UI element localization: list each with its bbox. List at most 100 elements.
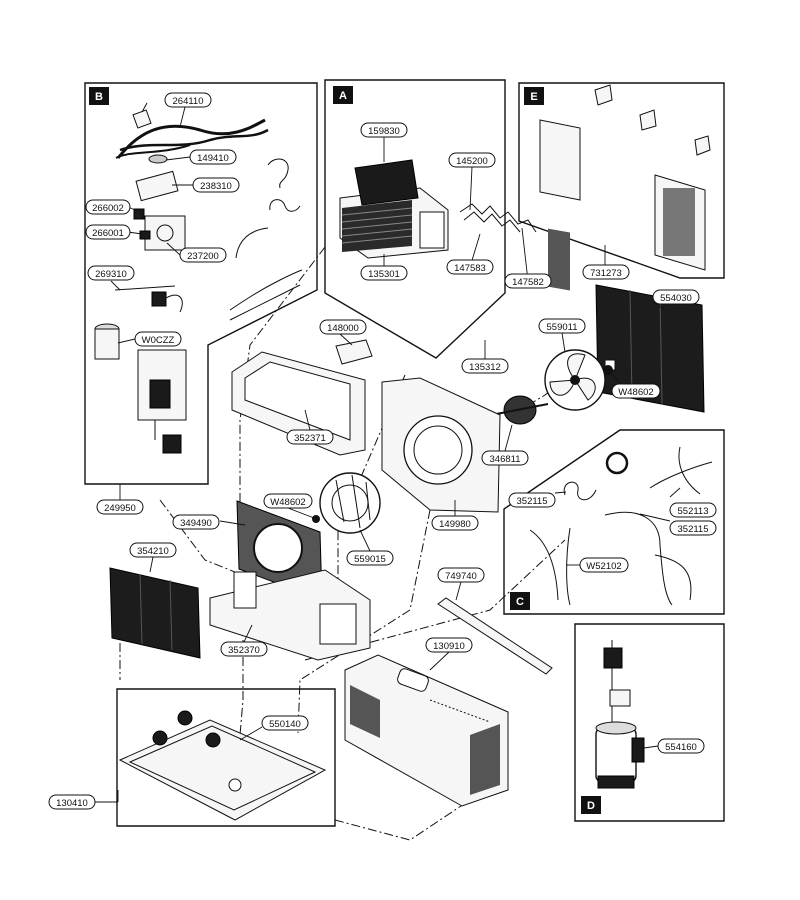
callout-w48602-condenser[interactable]: W48602 [611,383,661,399]
part-number: 349490 [180,518,212,529]
callout-148000[interactable]: 148000 [319,319,367,335]
section-label-b: B [95,91,103,103]
callout-749740[interactable]: 749740 [437,567,485,583]
part-number: 266002 [92,203,124,214]
control-board-drawing [133,154,186,251]
callout-w48602-blower[interactable]: W48602 [263,493,313,509]
part-number: 731273 [590,268,622,279]
bracket-drawing [335,339,373,365]
callout-130910[interactable]: 130910 [425,637,473,653]
part-number: 147583 [454,263,486,274]
callout-147582[interactable]: 147582 [504,273,552,289]
callout-559011[interactable]: 559011 [538,318,586,334]
callout-554160[interactable]: 554160 [657,738,705,754]
wire-harness-drawings [229,158,303,321]
frame-section-a [324,79,506,359]
cabinet-drawing [344,654,509,807]
part-number: 352115 [517,496,548,507]
callout-266002[interactable]: 266002 [85,199,131,215]
callout-269310[interactable]: 269310 [87,265,135,281]
frame-section-d [574,623,725,822]
part-number: 135312 [469,362,501,373]
callout-352115-upper[interactable]: 352115 [508,492,556,508]
part-number: 135301 [368,269,400,280]
callout-135312[interactable]: 135312 [461,358,509,374]
part-number: 130410 [56,798,88,809]
assembly-line-7 [334,799,471,841]
base-pan-drawing [118,710,327,821]
callout-352115-lower[interactable]: 352115 [669,520,717,536]
section-badge-c: C [510,592,530,610]
callout-352371[interactable]: 352371 [286,429,334,445]
part-number: 550140 [269,719,301,730]
part-number: 346811 [490,454,521,465]
air-guide-drawing [231,351,366,456]
part-number: 149410 [197,153,229,164]
part-number: 130910 [433,641,465,652]
part-number: W48602 [618,387,653,398]
callout-559015[interactable]: 559015 [346,550,394,566]
evaporator-coil-drawing [109,567,201,659]
capacitor-and-box-drawing [94,323,187,454]
frame-section-e [518,82,725,279]
callout-352370[interactable]: 352370 [220,641,268,657]
part-number: 559015 [354,554,386,565]
assembly-line-3 [297,509,431,734]
part-number: 249950 [104,503,136,514]
seal-strip-drawing [437,597,553,675]
louver-set-drawing [459,203,537,233]
front-grille-drawing [339,159,449,259]
callout-145200[interactable]: 145200 [448,152,496,168]
part-number: 237200 [187,251,219,262]
part-number: 149980 [439,519,471,530]
callout-149980[interactable]: 149980 [431,515,479,531]
part-number: 352370 [228,645,260,656]
frame-base-pan [116,688,336,827]
assembly-line-4 [239,640,244,736]
part-number: W52102 [586,561,621,572]
part-number: 147582 [512,277,544,288]
callout-149410[interactable]: 149410 [189,149,237,165]
compressor-drawing [595,640,645,789]
part-number: 148000 [327,323,359,334]
callout-731273[interactable]: 731273 [582,264,630,280]
section-label-d: D [587,800,595,812]
thermistor-drawing [114,285,183,313]
callout-159830[interactable]: 159830 [360,122,408,138]
callout-135301[interactable]: 135301 [360,265,408,281]
section-label-c: C [516,596,524,608]
callout-w0czz[interactable]: W0CZZ [134,331,182,347]
callout-349490[interactable]: 349490 [172,514,220,530]
part-number: 352115 [678,524,709,535]
power-cord-drawing [115,102,269,159]
callout-552113[interactable]: 552113 [669,502,717,518]
shroud-drawing [381,377,501,513]
base-housing-drawing [209,569,371,661]
part-number: 749740 [445,571,477,582]
leader-lines [110,106,681,802]
callout-346811[interactable]: 346811 [481,450,529,466]
condenser-fan-drawing [544,349,606,411]
part-number: 264110 [173,96,204,107]
refrigerant-tubes-drawing [529,446,713,606]
callout-266001[interactable]: 266001 [85,224,131,240]
callout-238310[interactable]: 238310 [192,177,240,193]
callout-554030[interactable]: 554030 [652,289,700,305]
part-number: 238310 [200,181,232,192]
callout-249950[interactable]: 249950 [96,499,144,515]
callout-354210[interactable]: 354210 [129,542,177,558]
callout-550140[interactable]: 550140 [261,715,309,731]
part-number: 554160 [665,742,697,753]
callout-147583[interactable]: 147583 [446,259,494,275]
callout-264110[interactable]: 264110 [164,92,212,108]
callout-w52102[interactable]: W52102 [579,557,629,573]
callout-130410[interactable]: 130410 [48,794,96,810]
part-number: 159830 [368,126,400,137]
part-number: W48602 [270,497,305,508]
callout-237200[interactable]: 237200 [179,247,227,263]
part-number: 266001 [92,228,124,239]
part-number: 352371 [294,433,326,444]
section-badge-a: A [333,86,353,104]
